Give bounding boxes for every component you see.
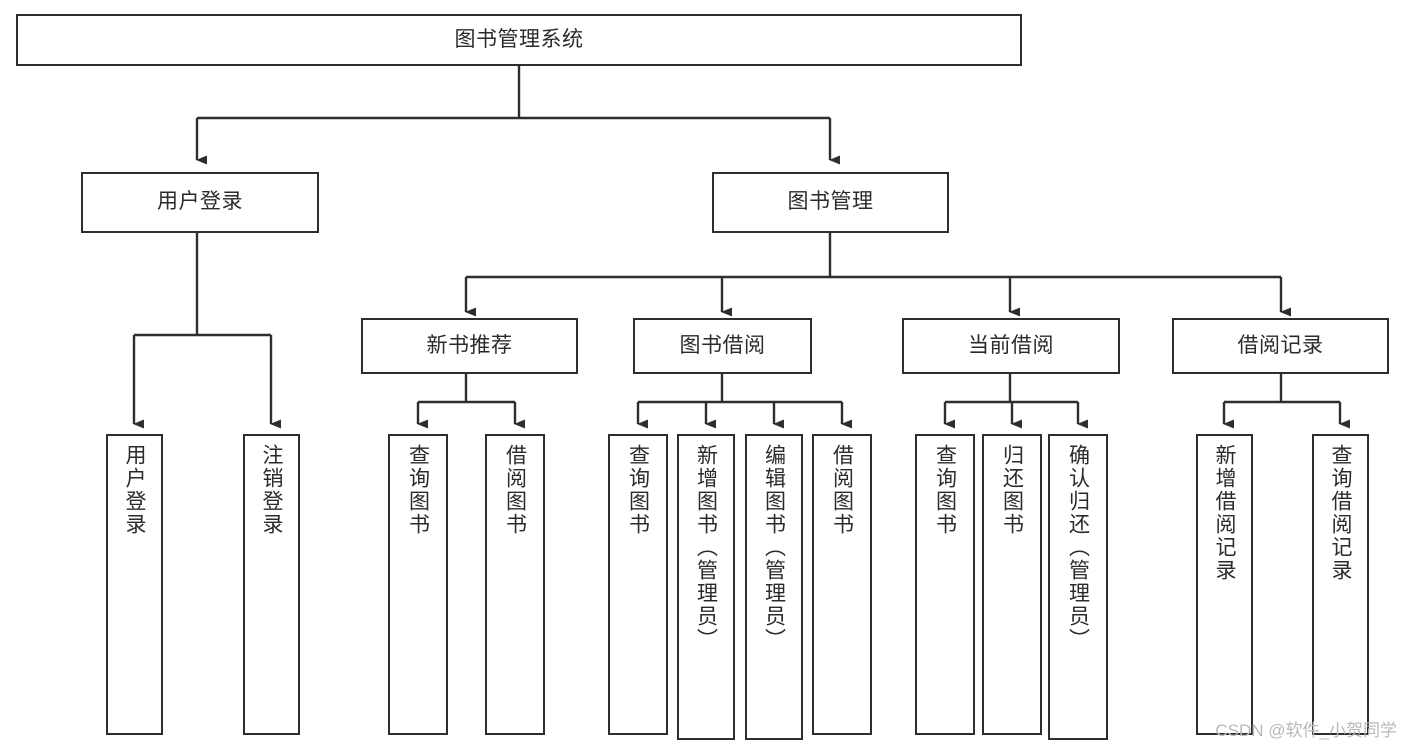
node-leaf-query-record-label: 查询借阅记录: [1329, 444, 1352, 582]
node-borrow-record[interactable]: 借阅记录: [1172, 318, 1389, 374]
node-book-borrow[interactable]: 图书借阅: [633, 318, 812, 374]
node-book-management-label: 图书管理: [787, 190, 874, 214]
node-leaf-confirm-return-label: 确认归还（管理员）: [1066, 444, 1090, 651]
node-new-book-recommend-label: 新书推荐: [426, 333, 513, 357]
node-leaf-add-book[interactable]: 新增图书（管理员）: [677, 434, 735, 740]
node-leaf-query-book-1-label: 查询图书: [406, 444, 430, 536]
node-leaf-borrow-book-1[interactable]: 借阅图书: [485, 434, 545, 735]
node-leaf-borrow-book-1-label: 借阅图书: [503, 444, 527, 536]
node-leaf-edit-book-label: 编辑图书（管理员）: [762, 444, 786, 651]
node-user-login-label: 用户登录: [157, 190, 243, 214]
node-leaf-user-login-label: 用户登录: [123, 444, 146, 536]
node-leaf-query-book-3[interactable]: 查询图书: [915, 434, 975, 735]
node-current-borrow[interactable]: 当前借阅: [902, 318, 1120, 374]
node-root[interactable]: 图书管理系统: [16, 14, 1022, 66]
node-borrow-record-label: 借阅记录: [1237, 333, 1324, 357]
node-leaf-query-book-2-label: 查询图书: [626, 444, 650, 536]
node-leaf-add-book-label: 新增图书（管理员）: [694, 444, 718, 651]
node-leaf-add-record[interactable]: 新增借阅记录: [1196, 434, 1253, 735]
watermark-text: CSDN @软件_小贺同学: [1215, 721, 1397, 740]
node-book-management[interactable]: 图书管理: [712, 172, 949, 233]
node-leaf-confirm-return[interactable]: 确认归还（管理员）: [1048, 434, 1108, 740]
node-leaf-edit-book[interactable]: 编辑图书（管理员）: [745, 434, 803, 740]
node-leaf-user-login[interactable]: 用户登录: [106, 434, 163, 735]
node-user-login[interactable]: 用户登录: [81, 172, 319, 233]
node-leaf-add-record-label: 新增借阅记录: [1213, 444, 1236, 582]
node-leaf-query-book-2[interactable]: 查询图书: [608, 434, 668, 735]
node-leaf-logout-label: 注销登录: [260, 444, 283, 536]
node-root-label: 图书管理系统: [454, 27, 584, 51]
node-leaf-borrow-book-2-label: 借阅图书: [830, 444, 854, 536]
node-book-borrow-label: 图书借阅: [679, 333, 766, 357]
node-leaf-return-book[interactable]: 归还图书: [982, 434, 1042, 735]
node-new-book-recommend[interactable]: 新书推荐: [361, 318, 578, 374]
node-leaf-query-book-3-label: 查询图书: [933, 444, 957, 536]
node-leaf-query-record[interactable]: 查询借阅记录: [1312, 434, 1369, 735]
node-leaf-query-book-1[interactable]: 查询图书: [388, 434, 448, 735]
node-leaf-logout[interactable]: 注销登录: [243, 434, 300, 735]
node-leaf-borrow-book-2[interactable]: 借阅图书: [812, 434, 872, 735]
node-leaf-return-book-label: 归还图书: [1000, 444, 1024, 536]
node-current-borrow-label: 当前借阅: [968, 333, 1054, 357]
